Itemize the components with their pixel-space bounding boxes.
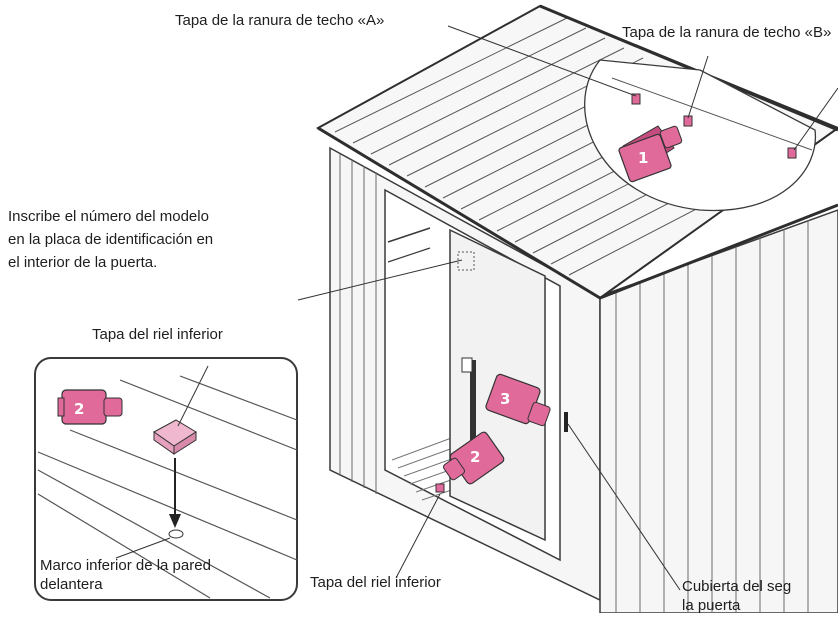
label-door-cover: Cubierta del seg la puerta	[682, 578, 792, 614]
label-bottom-rail-cap: Tapa del riel inferior	[310, 574, 441, 591]
inset-callout-number: 2	[74, 400, 84, 418]
callout-2-icon: 2	[442, 431, 505, 485]
callout-1-icon: 1	[618, 125, 683, 183]
bottom-rail-cap-part	[435, 483, 445, 493]
callout-3-icon: 3	[485, 373, 551, 427]
label-roof-slot-cover-b: Tapa de la ranura de techo «B»	[622, 24, 832, 41]
label-model-number-note: Inscribe el número del modelo en la plac…	[8, 208, 214, 271]
inset-detail-panel: 2	[34, 357, 298, 601]
left-wall-ribs	[339, 154, 377, 494]
callout-2-number: 2	[470, 448, 480, 466]
label-front-wall-bottom-frame: Marco inferior de la pared delantera	[40, 557, 211, 593]
leader-lines	[297, 25, 838, 591]
callout-1-number: 1	[638, 149, 648, 167]
shed-front-wall	[564, 209, 838, 614]
callout-3-number: 3	[500, 390, 510, 408]
label-inset-bottom-rail-cap: Tapa del riel inferior	[92, 326, 223, 343]
label-roof-slot-cover-a: Tapa de la ranura de techo «A»	[175, 12, 385, 29]
